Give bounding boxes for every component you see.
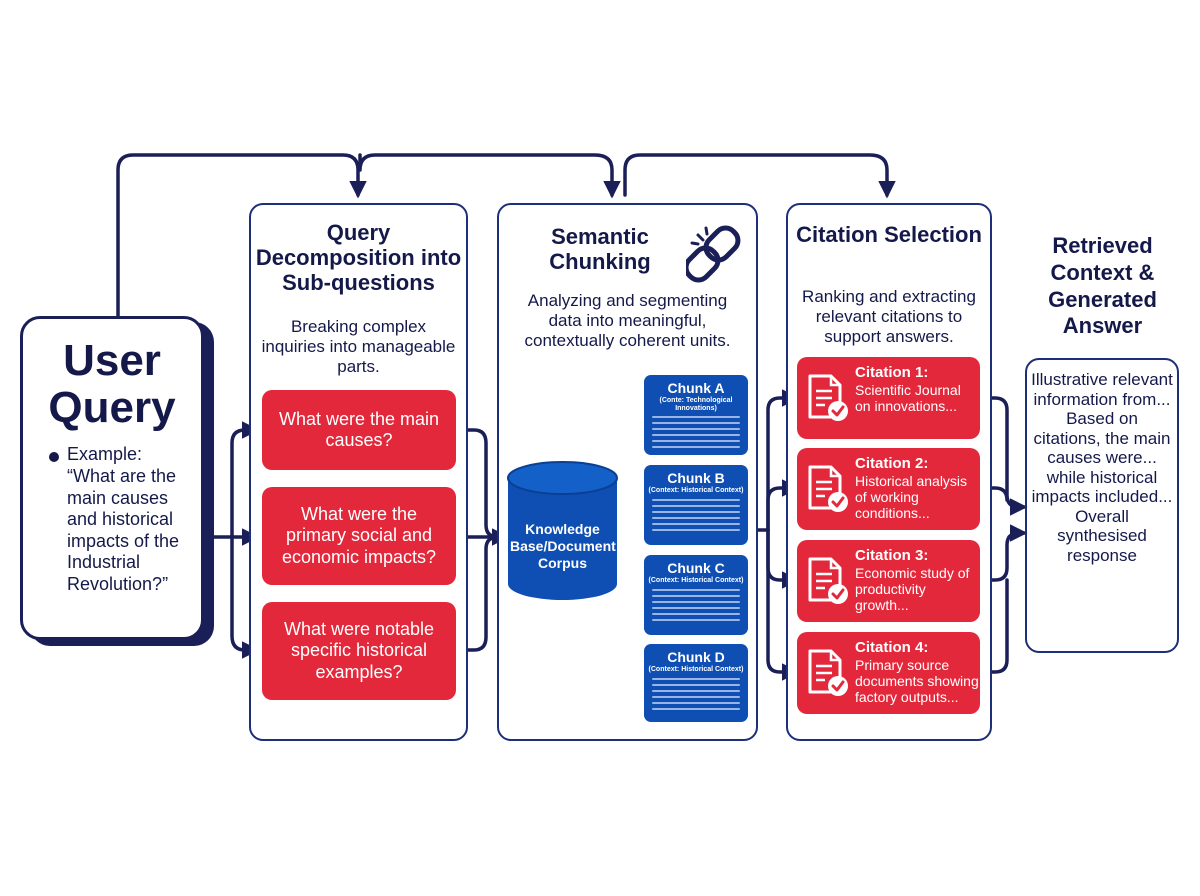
answer-text: Illustrative relevant information from..… [1031, 370, 1173, 565]
citation-card: Citation 3: Economic study of productivi… [797, 540, 980, 622]
chunk-card: Chunk A (Conte: Technological Innovation… [644, 375, 748, 455]
citation-card-text: Historical analysis of working condition… [855, 473, 968, 522]
citation-card-text: Primary source documents showing factory… [855, 657, 979, 706]
citation-card-text: Scientific Journal on innovations... [855, 382, 961, 415]
top-loop-connector-1 [116, 153, 367, 320]
document-check-icon [808, 557, 848, 604]
answer-title: Retrieved Context & Generated Answer [1048, 233, 1157, 339]
user-query-example-label: Example: [67, 444, 143, 464]
citation-description: Ranking and extracting relevant citation… [802, 287, 976, 346]
user-query-example-text: “What are the main causes and historical… [67, 466, 180, 594]
citation-to-answer-connectors [978, 396, 1028, 516]
citation-title: Citation Selection [796, 222, 982, 247]
citation-card-title: Citation 3: [855, 547, 929, 564]
decomposition-description: Breaking complex inquiries into manageab… [261, 317, 456, 376]
user-query-box: User Query Example: “What are the main c… [20, 316, 204, 640]
citation-card-title: Citation 2: [855, 455, 929, 472]
knowledge-base-label: Knowledge Base/Document Corpus [510, 521, 616, 571]
document-check-icon [808, 649, 848, 696]
decomposition-title: Query Decomposition into Sub-questions [255, 220, 462, 295]
chunk-title: Chunk A [667, 380, 725, 396]
chunking-title: Semantic Chunking [549, 224, 651, 274]
chunk-text-lines [652, 677, 740, 710]
chunk-title: Chunk D [667, 649, 725, 665]
answer-box: Illustrative relevant information from..… [1025, 358, 1179, 653]
database-icon [507, 461, 618, 600]
chunk-context: (Context: Historical Context) [648, 487, 744, 494]
top-loop-connector-2 [358, 153, 621, 199]
chunk-context: (Conte: Technological Innovations) [659, 397, 733, 412]
subquestion-box: What were the main causes? [262, 390, 456, 470]
chunk-text-lines [652, 588, 740, 621]
subquestion-box: What were notable specific historical ex… [262, 602, 456, 700]
bullet-icon [49, 452, 59, 462]
chunk-text-lines [652, 498, 740, 531]
chunk-title: Chunk B [667, 470, 725, 486]
citation-card-title: Citation 1: [855, 364, 929, 381]
chain-link-icon [686, 225, 741, 283]
citation-card: Citation 1: Scientific Journal on innova… [797, 357, 980, 439]
chunk-card: Chunk D (Context: Historical Context) [644, 644, 748, 722]
citation-card: Citation 2: Historical analysis of worki… [797, 448, 980, 530]
user-query-title: User Query [48, 336, 176, 433]
chunking-description: Analyzing and segmenting data into meani… [524, 291, 731, 350]
subquestion-box: What were the primary social and economi… [262, 487, 456, 585]
chunk-context: (Context: Historical Context) [648, 666, 744, 673]
chunk-card: Chunk C (Context: Historical Context) [644, 555, 748, 635]
chunk-title: Chunk C [667, 560, 725, 576]
document-check-icon [808, 465, 848, 512]
document-check-icon [808, 374, 848, 421]
chunk-text-lines [652, 416, 740, 449]
chunk-context: (Context: Historical Context) [648, 577, 744, 584]
chunk-card: Chunk B (Context: Historical Context) [644, 465, 748, 545]
citation-card: Citation 4: Primary source documents sho… [797, 632, 980, 714]
citation-card-title: Citation 4: [855, 639, 929, 656]
top-loop-connector-3 [623, 153, 896, 199]
citation-card-text: Economic study of productivity growth... [855, 565, 970, 614]
